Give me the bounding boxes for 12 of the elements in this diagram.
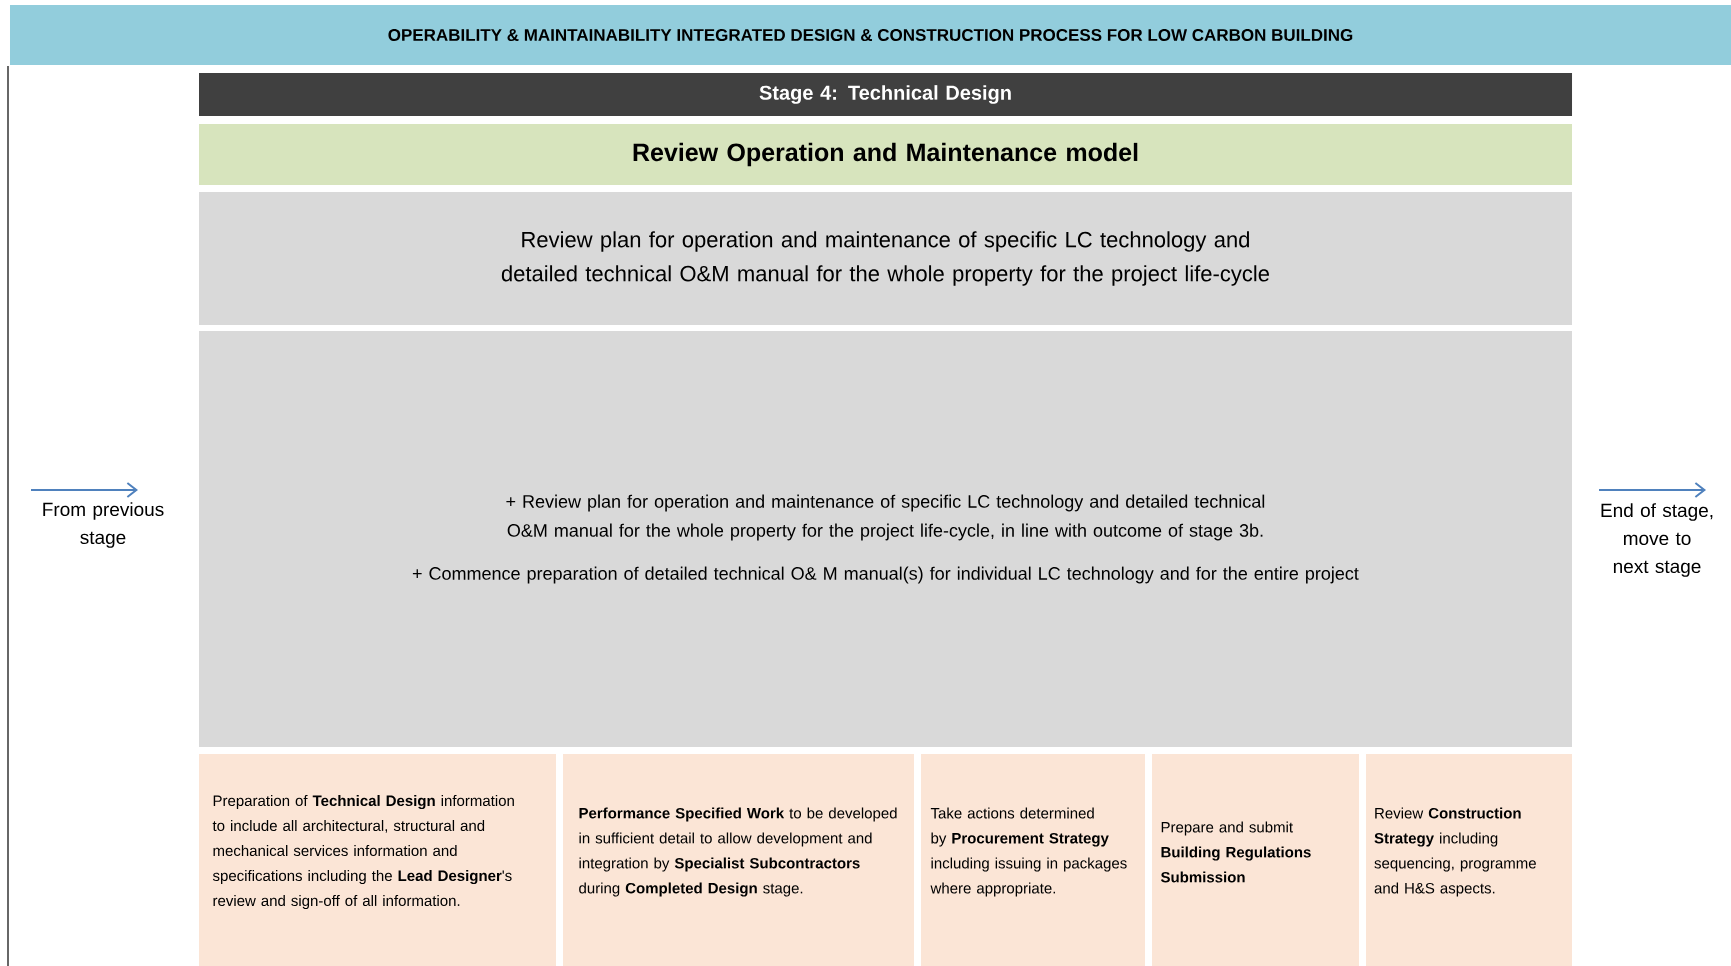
task-box: Review Construction Strategy including sequencing, programme and H&S aspects. <box>1366 754 1572 966</box>
stage-note: From previous stage <box>43 502 164 548</box>
summary-box: Review plan for operation and maintenance of specific LC technology and detailed technical O&M manual for the whole property for the project life-cycle <box>199 192 1572 325</box>
task-panel: + Review plan for operation and maintenance of specific LC technology and detailed technical O&M manual for the whole property for the project life-cycle, in line with outcome of stage 3b. + Commence preparation of detailed technical O& M manual(s) for individual LC technology and for the entire project <box>199 331 1572 747</box>
task-box: Preparation of Technical Design information to include all architectural, structural and mechanical services information and specifications including the Lead Designer's review and sign-off of all information. <box>199 754 556 966</box>
stage-note: End of stage, move to next stage <box>1601 503 1713 577</box>
title-band: OPERABILITY & MAINTAINABILITY INTEGRATED DESIGN & CONSTRUCTION PROCESS FOR LOW CARBON BUILDING <box>10 5 1731 65</box>
stage-bar: Stage 4: Technical Design <box>199 73 1572 116</box>
task-box: Take actions determined by Procurement Strategy including issuing in packages where appropriate. <box>921 754 1145 966</box>
task-box: Performance Specified Work to be developed in sufficient detail to allow development and integration by Specialist Subcontractors during Completed Design stage. <box>563 754 914 966</box>
heading-band: Review Operation and Maintenance model <box>199 124 1572 185</box>
task-box: Prepare and submit Building Regulations Submission <box>1152 754 1359 966</box>
